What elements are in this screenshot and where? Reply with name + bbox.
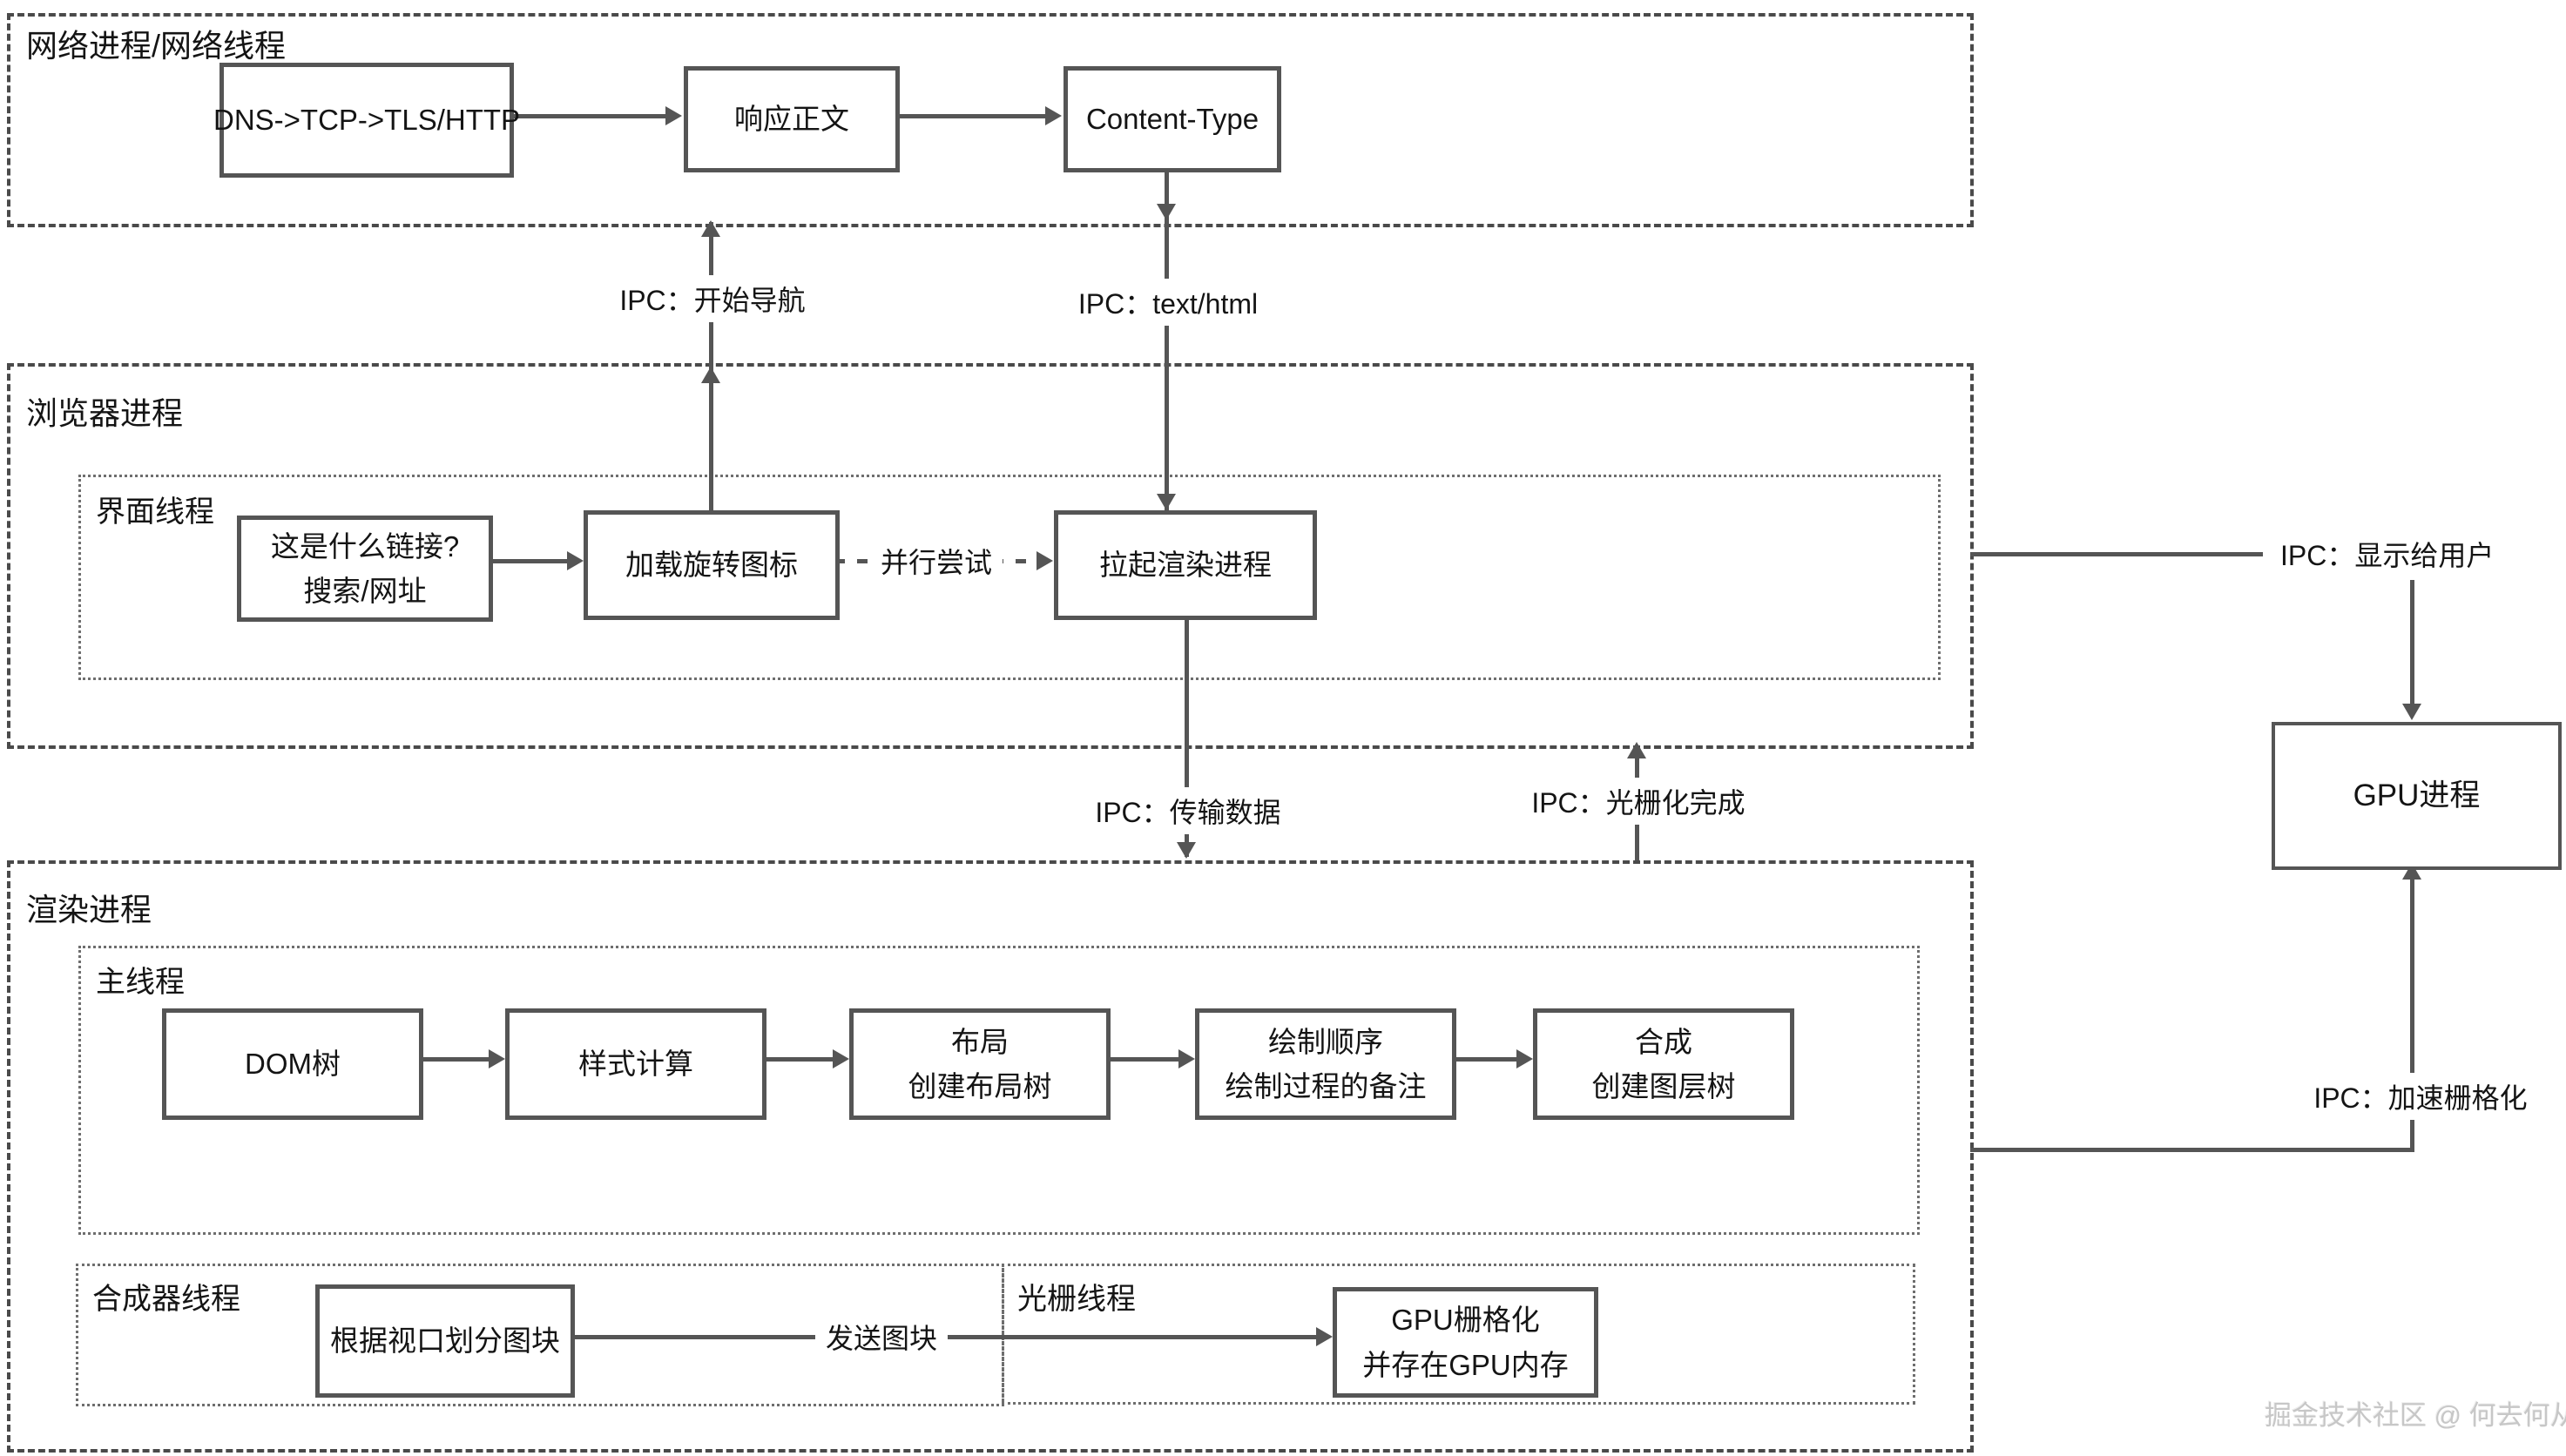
- gpu-process-label: GPU进程: [2353, 778, 2481, 812]
- paint-line2: 绘制过程的备注: [1225, 1070, 1427, 1102]
- what-link-line2: 搜索/网址: [303, 575, 427, 607]
- connector-response-to-contenttype: [895, 114, 1045, 118]
- connector-paint-to-composite: [1451, 1057, 1517, 1062]
- network-process-label: 网络进程/网络线程: [26, 28, 287, 64]
- ipc-accel-label: IPC：加速栅格化: [2303, 1073, 2538, 1120]
- connector-layout-to-paint: [1105, 1057, 1179, 1062]
- connector-ipc-accel-v: [2410, 879, 2414, 1150]
- connector-ipc-start-nav: [709, 222, 713, 510]
- tiles-label: 根据视口划分图块: [330, 1325, 560, 1358]
- dns-tcp-tls-http-node: DNS->TCP->TLS/HTTP: [213, 63, 520, 178]
- connector-link-to-spinner: [488, 559, 567, 563]
- start-renderer-node: 拉起渲染进程: [1054, 510, 1317, 620]
- arrowhead-style-to-layout: [833, 1049, 849, 1068]
- spinner-node: 加载旋转图标: [584, 510, 840, 620]
- arrowhead-ipc-text-html-bottom: [1157, 494, 1176, 510]
- dom-tree-label: DOM树: [245, 1048, 341, 1081]
- gpu-raster-node: GPU栅格化 并存在GPU内存: [1333, 1287, 1598, 1398]
- content-type-node: Content-Type: [1064, 66, 1281, 172]
- ui-thread-label: 界面线程: [96, 495, 214, 529]
- arrowhead-ipc-start-nav-mid: [701, 367, 720, 383]
- layout-line1: 布局: [951, 1025, 1009, 1058]
- spinner-label: 加载旋转图标: [625, 549, 798, 582]
- main-thread-section: [78, 946, 1920, 1235]
- gpu-raster-line2: 并存在GPU内存: [1362, 1348, 1569, 1381]
- arrowhead-ipc-start-nav-top: [701, 220, 720, 237]
- arrowhead-ipc-display: [2402, 704, 2421, 720]
- connector-ipc-text-html: [1165, 164, 1169, 510]
- browser-process-label: 浏览器进程: [26, 395, 184, 431]
- ipc-text-html-label: IPC：text/html: [1067, 279, 1269, 326]
- ui-thread-section: [78, 475, 1941, 680]
- watermark-text: 掘金技术社区 @ 何去何从: [2265, 1400, 2566, 1431]
- paint-node: 绘制顺序 绘制过程的备注: [1195, 1008, 1456, 1120]
- layout-node: 布局 创建布局树: [849, 1008, 1111, 1120]
- response-body-label: 响应正文: [734, 103, 849, 136]
- dom-tree-node: DOM树: [162, 1008, 423, 1120]
- network-process-section: [7, 13, 1974, 227]
- compositor-thread-label: 合成器线程: [92, 1283, 240, 1316]
- style-calc-node: 样式计算: [505, 1008, 766, 1120]
- connector-ipc-accel-h: [1970, 1148, 2414, 1152]
- connector-style-to-layout: [761, 1057, 834, 1062]
- connector-dns-to-response: [509, 114, 665, 118]
- what-link-line1: 这是什么链接?: [270, 529, 460, 563]
- paint-line1: 绘制顺序: [1268, 1025, 1383, 1058]
- dns-node-label: DNS->TCP->TLS/HTTP: [213, 104, 521, 137]
- connector-ipc-display-h: [1970, 552, 2263, 556]
- main-thread-label: 主线程: [96, 966, 185, 999]
- raster-thread-section: [1002, 1264, 1915, 1405]
- composite-node: 合成 创建图层树: [1533, 1008, 1794, 1120]
- parallel-try-label: 并行尝试: [869, 537, 1003, 584]
- ipc-display-label: IPC：显示给用户: [2270, 530, 2505, 577]
- raster-thread-label: 光栅线程: [1017, 1283, 1136, 1316]
- arrowhead-paint-to-composite: [1516, 1049, 1533, 1068]
- content-type-label: Content-Type: [1085, 103, 1259, 136]
- connector-ipc-transfer-data: [1185, 615, 1189, 857]
- arrowhead-response-to-contenttype: [1045, 106, 1062, 125]
- composite-line2: 创建图层树: [1591, 1070, 1736, 1102]
- ipc-transfer-data-label: IPC：传输数据: [1084, 787, 1292, 834]
- arrowhead-ipc-raster-done: [1627, 742, 1646, 758]
- connector-ipc-display-v: [2410, 580, 2414, 706]
- send-tiles-label: 发送图块: [814, 1313, 949, 1360]
- arrowhead-parallel-try: [1037, 551, 1053, 570]
- connector-dom-to-style: [418, 1057, 490, 1062]
- render-process-section: [7, 860, 1974, 1453]
- tiles-node: 根据视口划分图块: [315, 1284, 575, 1398]
- arrowhead-layout-to-paint: [1178, 1049, 1195, 1068]
- arrowhead-send-tiles: [1316, 1327, 1333, 1346]
- arrowhead-ipc-transfer-data: [1177, 842, 1196, 859]
- ipc-start-nav-label: IPC：开始导航: [609, 275, 816, 322]
- render-process-label: 渲染进程: [26, 892, 152, 927]
- gpu-process-node: GPU进程: [2272, 722, 2562, 870]
- arrowhead-link-to-spinner: [567, 551, 584, 570]
- arrowhead-ipc-text-html-mid: [1157, 204, 1176, 220]
- what-link-node: 这是什么链接? 搜索/网址: [237, 516, 493, 622]
- start-renderer-label: 拉起渲染进程: [1099, 549, 1272, 582]
- composite-line1: 合成: [1635, 1025, 1692, 1058]
- arrowhead-dns-to-response: [665, 106, 682, 125]
- style-calc-label: 样式计算: [578, 1048, 693, 1081]
- layout-line2: 创建布局树: [908, 1070, 1052, 1102]
- ipc-raster-done-label: IPC：光栅化完成: [1521, 778, 1756, 825]
- gpu-raster-line1: GPU栅格化: [1391, 1304, 1540, 1337]
- arrowhead-dom-to-style: [489, 1049, 505, 1068]
- response-body-node: 响应正文: [684, 66, 900, 172]
